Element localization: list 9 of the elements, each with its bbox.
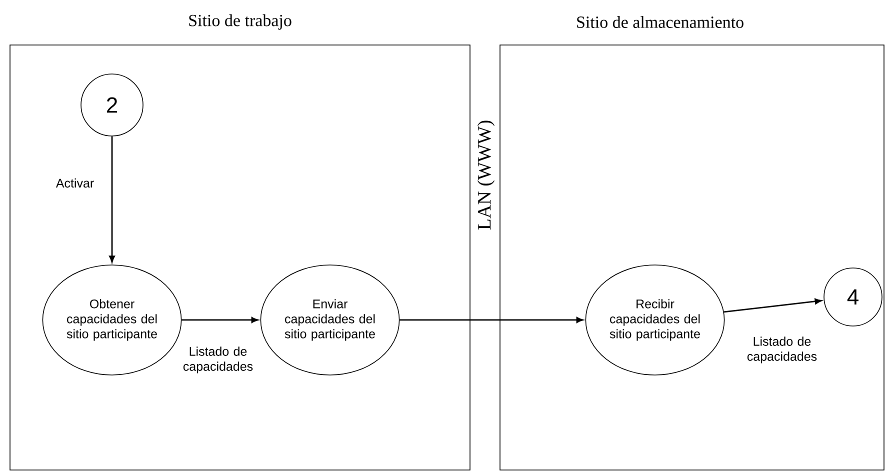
edge-label: Activar <box>54 177 96 189</box>
arrow <box>182 317 258 323</box>
edge-label: Listado de capacidades <box>740 336 824 364</box>
network-label: LAN (WWW) <box>477 120 495 230</box>
node-label: Sitio de almacenamiento <box>577 16 744 28</box>
arrow <box>724 298 822 313</box>
arrow <box>400 317 584 323</box>
node-label: Sitio de trabajo <box>189 14 292 30</box>
arrow <box>109 136 115 262</box>
